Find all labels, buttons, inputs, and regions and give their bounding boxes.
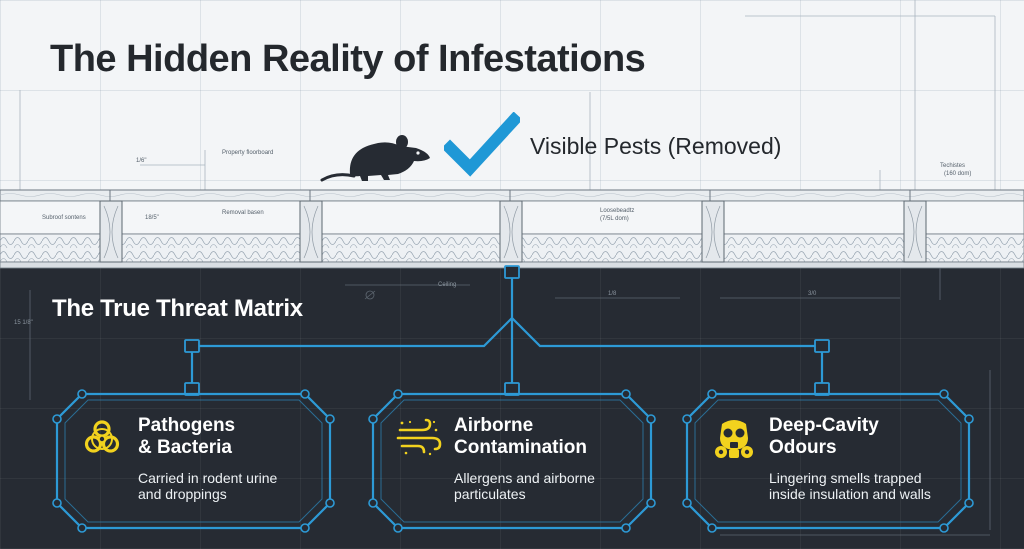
- annotation-dim-left: 15 1/8": [14, 320, 33, 326]
- annotation-dim-mid2: 1/8: [608, 291, 617, 297]
- page-title: The Hidden Reality of Infestations: [50, 38, 646, 80]
- card-pathogens-desc-2: and droppings: [138, 486, 227, 502]
- card-airborne-desc-2: particulates: [454, 486, 526, 502]
- annotation-techniques: Techistes: [940, 163, 966, 169]
- card-odours-heading-1: Deep-Cavity: [769, 415, 879, 436]
- annotation-techniques-sub: (160 dom): [944, 171, 972, 177]
- section-title: The True Threat Matrix: [52, 295, 303, 322]
- card-airborne-heading-2: Contamination: [454, 437, 587, 458]
- card-odours-desc-2: inside insulation and walls: [769, 486, 931, 502]
- card-airborne-desc-1: Allergens and airborne: [454, 470, 595, 486]
- card-airborne-desc: Allergens and airborne particulates: [454, 470, 595, 502]
- biohazard-icon: [84, 420, 120, 453]
- gas-mask-icon: [715, 420, 753, 458]
- card-airborne: Airborne Contamination Allergens and air…: [454, 415, 595, 502]
- annotation-loose: Loosebeadtz: [600, 208, 635, 214]
- card-odours-heading-2: Odours: [769, 437, 837, 458]
- card-odours: Deep-Cavity Odours Lingering smells trap…: [769, 415, 931, 502]
- annotation-property-floorboard: Property floorboard: [222, 150, 274, 156]
- rat-icon: [320, 135, 430, 182]
- annotation-subfloor: Subroof sontens: [42, 215, 86, 221]
- card-airborne-heading-1: Airborne: [454, 415, 534, 436]
- annotation-dim-mid: 18/5": [145, 215, 159, 221]
- annotation-dim-right-top: 3/0: [808, 291, 817, 297]
- annotation-removal: Removal basen: [222, 210, 264, 216]
- card-pathogens-desc: Carried in rodent urine and droppings: [138, 470, 277, 502]
- wind-icon: [396, 418, 442, 456]
- card-pathogens-desc-1: Carried in rodent urine: [138, 470, 278, 486]
- card-odours-desc-1: Lingering smells trapped: [769, 470, 922, 486]
- card-pathogens-heading-2: & Bacteria: [138, 437, 232, 458]
- check-icon: [444, 112, 520, 177]
- card-pathogens-heading-1: Pathogens: [138, 415, 236, 436]
- annotation-ceiling: Ceiling: [438, 282, 457, 288]
- card-pathogens: Pathogens & Bacteria Carried in rodent u…: [138, 415, 277, 502]
- connector-network: [190, 270, 824, 384]
- visible-pests-label: Visible Pests (Removed): [530, 133, 782, 159]
- card-odours-desc: Lingering smells trapped inside insulati…: [769, 470, 931, 502]
- annotation-dim-top: 1/6": [136, 158, 147, 164]
- annotation-loose-sub: (7/5L dom): [600, 216, 629, 222]
